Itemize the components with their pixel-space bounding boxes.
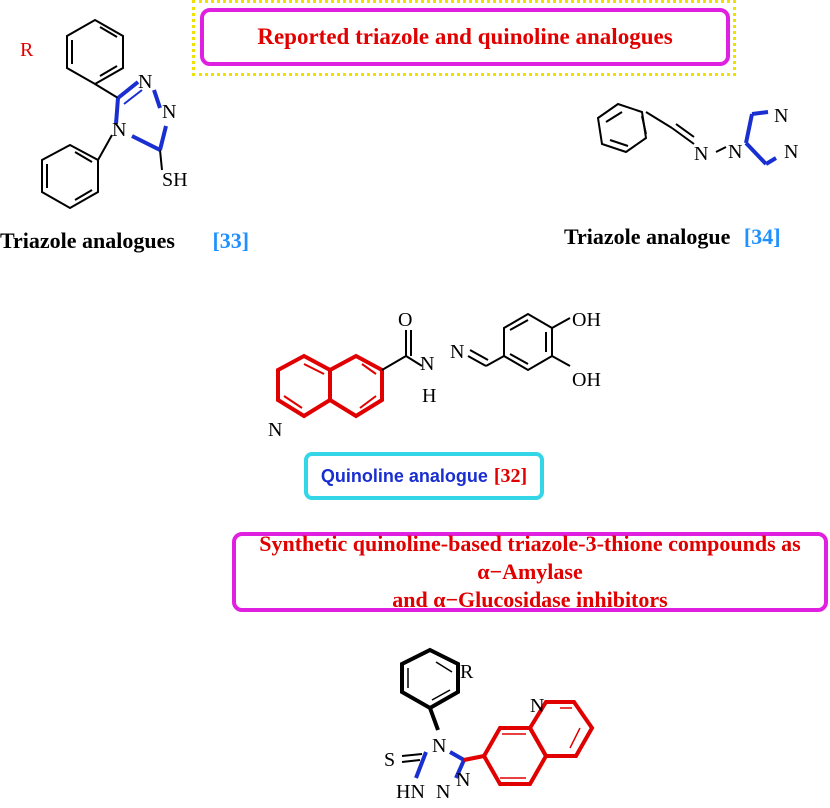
atom-h: H (422, 385, 436, 407)
quinoline-analogue-caption: Quinoline analogue [32] (304, 452, 544, 500)
compound-33-name: Triazole analogues (0, 228, 175, 253)
section-title-text: Reported triazole and quinoline analogue… (257, 24, 673, 49)
atom-n-quin: N (530, 695, 544, 717)
section-title: Reported triazole and quinoline analogue… (200, 8, 730, 66)
atom-n-ring: N (268, 419, 282, 441)
atom-n-a: N (436, 781, 450, 803)
atom-n-imine: N (694, 143, 708, 165)
title-outer-frame (192, 0, 736, 76)
triazole-analogue-33-structure: R N N N SH N (20, 18, 188, 210)
compound-34-ref: [34] (743, 224, 781, 249)
triazole-analogue-34-structure: N N N N (596, 102, 798, 166)
synthetic-title-line2: and α−Glucosidase inhibitors (392, 587, 668, 612)
atom-n2: N (162, 101, 176, 123)
atom-s: S (384, 749, 395, 771)
quinoline-analogue-ref: [32] (493, 464, 528, 487)
synthetic-compound-structure: R N N S HN N N (384, 647, 595, 803)
atom-n1: N (138, 71, 152, 93)
atom-oh2: OH (572, 369, 601, 391)
quinoline-analogue-structure: O N H N OH OH N (268, 309, 601, 441)
atom-n4: N (112, 119, 126, 141)
atom-sh: SH (162, 169, 188, 191)
quinoline-analogue-name: Quinoline analogue (320, 465, 488, 486)
atom-oh1: OH (572, 309, 601, 331)
atom-n-amide: N (420, 353, 434, 375)
atom-n-imine: N (450, 341, 464, 363)
atom-n4: N (432, 735, 446, 757)
compound-34-label: Triazole analogue [34] (564, 224, 781, 250)
atom-n-a: N (774, 105, 788, 127)
atom-r: R (460, 661, 474, 683)
atom-hn: HN (396, 781, 425, 803)
synthetic-compounds-title: Synthetic quinoline-based triazole-3-thi… (232, 531, 828, 612)
atom-n-b: N (456, 769, 470, 791)
atom-n-ring4: N (728, 141, 742, 163)
atom-n-b: N (784, 141, 798, 163)
compound-33-ref: [33] (212, 228, 250, 253)
compound-34-name: Triazole analogue (564, 224, 731, 249)
synthetic-title-line1: Synthetic quinoline-based triazole-3-thi… (259, 531, 801, 584)
atom-o: O (398, 309, 412, 331)
compound-33-label: Triazole analogues [33] (0, 228, 249, 254)
r-group-label: R (20, 39, 34, 61)
